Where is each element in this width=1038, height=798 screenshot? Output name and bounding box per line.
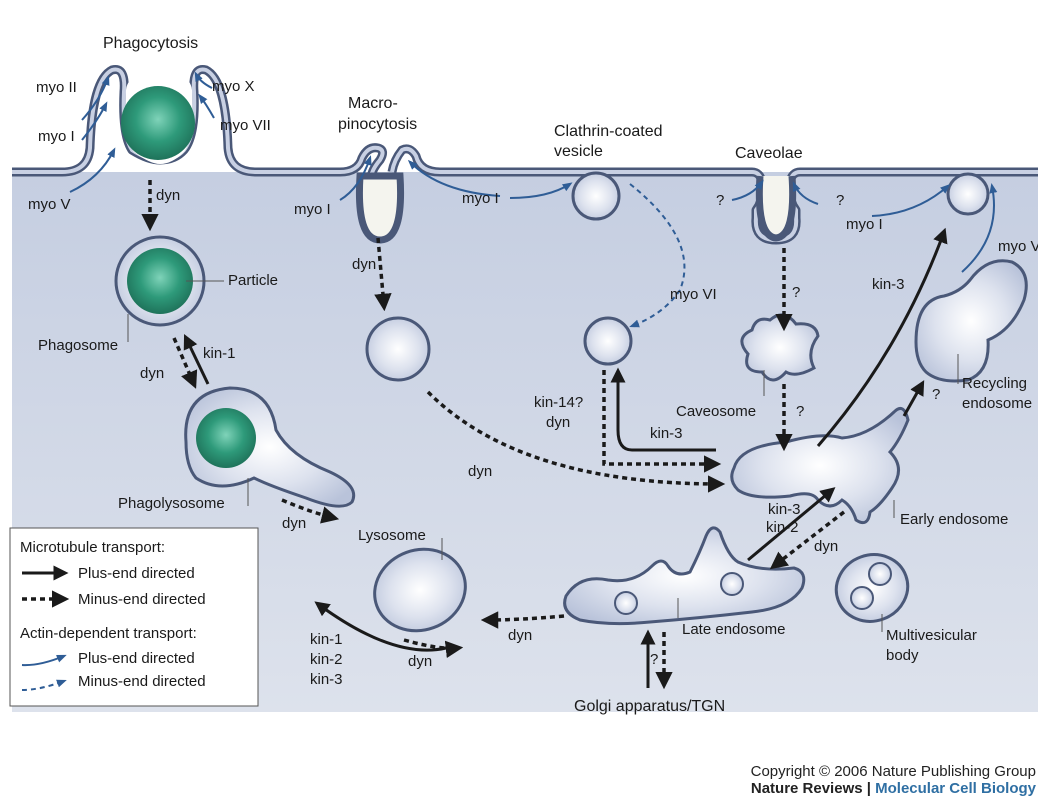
label-macro-1: Macro-	[348, 95, 398, 112]
label-mvb-1: Multivesicular	[886, 627, 977, 644]
label-kin14: kin-14?	[534, 394, 583, 411]
endocytic-vesicle	[585, 318, 631, 364]
label-early-endosome: Early endosome	[900, 511, 1008, 528]
label-q-caveosome: ?	[796, 403, 804, 420]
label-dyn-phago: dyn	[156, 187, 180, 204]
label-kin3-lyso: kin-3	[310, 671, 343, 688]
label-dyn-lysosome-out: dyn	[408, 653, 432, 670]
label-q-caveolae-down: ?	[792, 284, 800, 301]
legend-mt-plus: Plus-end directed	[78, 565, 195, 582]
intraluminal-vesicle	[615, 592, 637, 614]
label-q-golgi: ?	[650, 651, 658, 668]
label-myo-x: myo X	[212, 78, 255, 95]
legend-mt-minus: Minus-end directed	[78, 591, 206, 608]
legend-actin-minus: Minus-end directed	[78, 673, 206, 690]
intraluminal-vesicle	[851, 587, 873, 609]
label-dyn-lysosome-in: dyn	[508, 627, 532, 644]
brand-separator: |	[863, 780, 876, 797]
label-myo-i: myo I	[38, 128, 75, 145]
legend-actin-title: Actin-dependent transport:	[20, 625, 197, 642]
label-caveosome: Caveosome	[676, 403, 756, 420]
label-recycling-2: endosome	[962, 395, 1032, 412]
label-clathrin-2: vesicle	[554, 143, 603, 160]
label-golgi: Golgi apparatus/TGN	[574, 698, 725, 715]
label-dyn-phagosome: dyn	[140, 365, 164, 382]
intraluminal-vesicle	[721, 573, 743, 595]
label-phagocytosis: Phagocytosis	[103, 35, 198, 52]
label-kin2-lyso: kin-2	[310, 651, 343, 668]
label-lysosome: Lysosome	[358, 527, 426, 544]
caveolae-pit	[759, 176, 792, 238]
label-q-recycling: ?	[932, 386, 940, 403]
label-q-caveolae-left: ?	[716, 192, 724, 209]
label-myo-vii: myo VII	[220, 117, 271, 134]
label-kin1-phagosome: kin-1	[203, 345, 236, 362]
label-myo-vi: myo VI	[670, 286, 717, 303]
particle	[127, 248, 193, 314]
legend: Microtubule transport: Plus-end directed…	[10, 528, 258, 706]
label-kin3-early: kin-3	[650, 425, 683, 442]
label-dyn-macropinosome: dyn	[468, 463, 492, 480]
label-phagolysosome: Phagolysosome	[118, 495, 225, 512]
macropinosome	[367, 318, 429, 380]
label-kin3-late: kin-3	[768, 501, 801, 518]
intraluminal-vesicle	[869, 563, 891, 585]
label-kin3-recycle: kin-3	[872, 276, 905, 293]
label-dyn-late: dyn	[814, 538, 838, 555]
label-kin1-lyso: kin-1	[310, 631, 343, 648]
phagolysosome-particle	[196, 408, 256, 468]
caveosome	[742, 315, 818, 380]
label-particle: Particle	[228, 272, 278, 289]
particle-in-cup	[121, 86, 195, 160]
label-late-endosome: Late endosome	[682, 621, 785, 638]
label-macro-2: pinocytosis	[338, 116, 417, 133]
label-dyn-phagolysosome: dyn	[282, 515, 306, 532]
label-myo-ii: myo II	[36, 79, 77, 96]
label-dyn-kin14: dyn	[546, 414, 570, 431]
label-clathrin-myo-i: myo I	[462, 190, 499, 207]
label-kin2-late: kin-2	[766, 519, 799, 536]
brand-section: Molecular Cell Biology	[875, 780, 1037, 797]
legend-actin-plus: Plus-end directed	[78, 650, 195, 667]
macropinocytic-cup	[359, 176, 400, 240]
brand-line: Nature Reviews | Molecular Cell Biology	[751, 780, 1037, 797]
label-phagosome: Phagosome	[38, 337, 118, 354]
clathrin-coated-vesicle	[573, 173, 619, 219]
label-mvb-2: body	[886, 647, 919, 664]
label-macro-myo-i: myo I	[294, 201, 331, 218]
label-q-caveolae-right: ?	[836, 192, 844, 209]
legend-microtubule-title: Microtubule transport:	[20, 539, 165, 556]
label-myo-v: myo V	[28, 196, 71, 213]
label-right-myo-v: myo V	[998, 238, 1038, 255]
label-right-myo-i: myo I	[846, 216, 883, 233]
recycling-vesicle	[948, 174, 988, 214]
copyright: Copyright © 2006 Nature Publishing Group	[751, 763, 1036, 780]
label-caveolae: Caveolae	[735, 145, 803, 162]
label-dyn-macro: dyn	[352, 256, 376, 273]
brand-journal: Nature Reviews	[751, 780, 863, 797]
label-recycling-1: Recycling	[962, 375, 1027, 392]
label-clathrin-1: Clathrin-coated	[554, 123, 663, 140]
actin-arrow-myo-vii	[200, 96, 214, 118]
